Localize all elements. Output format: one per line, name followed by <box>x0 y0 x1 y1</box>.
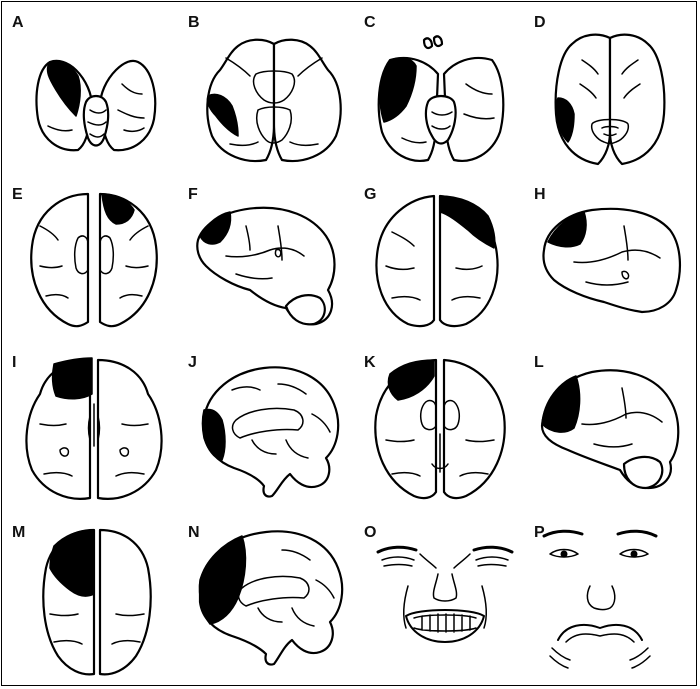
axial-brain-drawing <box>374 358 506 500</box>
axial-brain-drawing <box>30 192 158 328</box>
lateral-brain-drawing <box>542 207 682 314</box>
medial-brain-drawing <box>198 530 344 666</box>
panel-label: E <box>12 186 23 203</box>
panel-p: P <box>532 524 697 684</box>
panel-i: I <box>10 354 175 514</box>
neutral-face-drawing <box>542 529 658 669</box>
panel-label: N <box>188 524 200 541</box>
grimace-face-drawing <box>376 545 514 643</box>
panel-label: O <box>364 524 377 541</box>
ventral-brain-drawing <box>554 33 666 166</box>
panel-j: J <box>186 354 351 514</box>
panel-label: M <box>12 524 26 541</box>
panel-label: P <box>534 524 545 541</box>
ventral-brain-drawing <box>377 35 505 162</box>
panel-label: F <box>188 186 198 203</box>
ventral-brain-drawing <box>35 59 157 152</box>
dorsal-brain-drawing <box>375 194 499 328</box>
panel-label: G <box>364 186 377 203</box>
panel-label: B <box>188 14 200 31</box>
panel-c: C <box>362 14 527 174</box>
panel-label: H <box>534 186 546 203</box>
lateral-brain-drawing <box>196 206 336 326</box>
panel-e: E <box>10 186 175 346</box>
panel-n: N <box>186 524 351 684</box>
panel-label: C <box>364 14 376 31</box>
panel-g: G <box>362 186 527 346</box>
panel-h: H <box>532 186 697 346</box>
lateral-brain-drawing <box>540 369 680 490</box>
panel-label: J <box>188 354 197 371</box>
panel-f: F <box>186 186 351 346</box>
ventral-brain-drawing <box>206 38 342 162</box>
panel-l: L <box>532 354 697 514</box>
panel-b: B <box>186 14 351 174</box>
panel-a: A <box>10 14 175 174</box>
dorsal-brain-drawing <box>42 528 152 676</box>
panel-m: M <box>10 524 175 684</box>
panel-label: L <box>534 354 544 371</box>
panel-label: A <box>12 14 24 31</box>
medial-brain-drawing <box>201 366 340 498</box>
panel-k: K <box>362 354 527 514</box>
panel-o: O <box>362 524 527 684</box>
panel-label: K <box>364 354 376 371</box>
axial-brain-drawing <box>25 357 163 500</box>
panel-d: D <box>532 14 697 174</box>
panel-label: D <box>534 14 546 31</box>
panel-label: I <box>12 354 17 371</box>
